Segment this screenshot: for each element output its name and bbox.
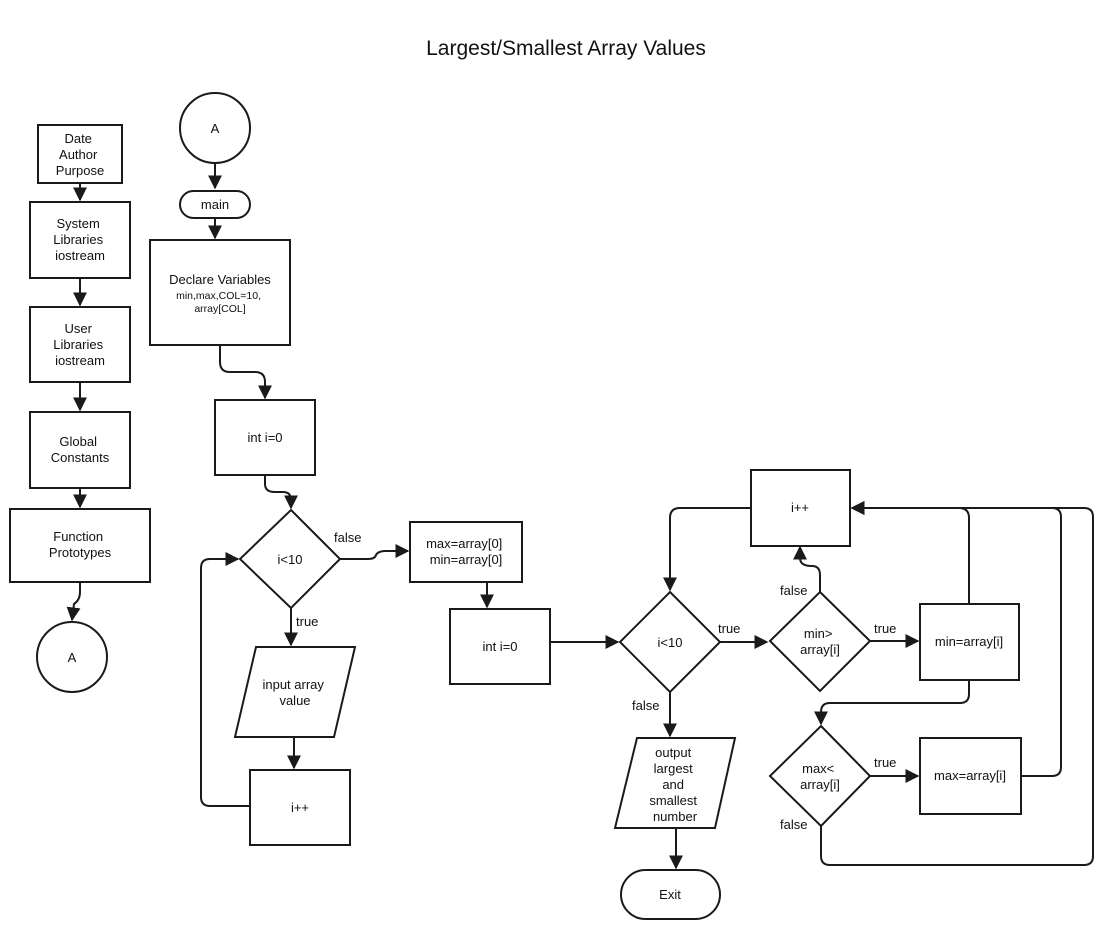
svg-text:min,max,COL=10, array[CO: min,max,COL=10, array[COL] bbox=[176, 290, 264, 315]
output-line: smallest bbox=[649, 793, 697, 808]
edge-condmax-false-to-incr2 bbox=[820, 501, 1094, 866]
user-libraries-box: User Libraries iostream bbox=[29, 306, 131, 383]
global-constants-line: Global bbox=[59, 434, 97, 449]
system-libraries-box: System Libraries iostream bbox=[29, 201, 131, 279]
edge-label-condmin-false: false bbox=[780, 583, 807, 598]
edge-label-cond1-false: false bbox=[334, 530, 361, 545]
edge-incr1-loop-to-cond1 bbox=[200, 552, 250, 807]
svg-text:User Libraries ios: User Libraries iostream bbox=[53, 321, 106, 368]
system-libraries-line: iostream bbox=[55, 248, 105, 263]
main-terminator: main bbox=[179, 190, 251, 219]
edge-assignmin-to-incr2 bbox=[850, 501, 970, 604]
output-line: number bbox=[653, 809, 698, 824]
header-line: Date bbox=[64, 131, 91, 146]
condition-diamond-1: i<10 bbox=[238, 508, 342, 610]
function-prototypes-box: Function Prototypes bbox=[9, 508, 151, 583]
init-minmax-line: max=array[0] bbox=[426, 536, 502, 551]
system-libraries-line: Libraries bbox=[53, 232, 103, 247]
output-parallelogram: output largest and smallest number bbox=[613, 737, 737, 829]
svg-text:Global Constants: Global Constants bbox=[51, 434, 110, 465]
function-prototypes-line: Prototypes bbox=[49, 545, 112, 560]
max-condition-line: max< bbox=[802, 761, 834, 776]
min-condition-diamond: min> array[i] bbox=[768, 590, 872, 693]
edge-init1-to-cond1 bbox=[264, 475, 298, 510]
min-condition-line: array[i] bbox=[800, 642, 840, 657]
header-line: Author bbox=[59, 147, 98, 162]
declare-variables-title: Declare Variables bbox=[169, 272, 271, 287]
condition-diamond-2: i<10 bbox=[618, 590, 722, 694]
min-condition-line: min> bbox=[804, 626, 833, 641]
main-label: main bbox=[201, 197, 229, 212]
svg-text:Function Prototypes: Function Prototypes bbox=[49, 529, 112, 560]
svg-text:Date Author Purpos: Date Author Purpose bbox=[56, 131, 104, 178]
exit-label: Exit bbox=[659, 887, 681, 902]
edge-label-condmax-false: false bbox=[780, 817, 807, 832]
max-condition-line: array[i] bbox=[800, 777, 840, 792]
declare-variables-detail: array[COL] bbox=[194, 303, 245, 315]
edge-assignmin-to-condmax bbox=[814, 680, 970, 726]
svg-text:max=array[0] min=array[0: max=array[0] min=array[0] bbox=[426, 536, 506, 567]
increment-label-1: i++ bbox=[291, 800, 309, 815]
system-libraries-line: System bbox=[57, 216, 100, 231]
global-constants-line: Constants bbox=[51, 450, 110, 465]
edges bbox=[66, 162, 1094, 870]
user-libraries-line: User bbox=[64, 321, 92, 336]
increment-label-2: i++ bbox=[791, 500, 809, 515]
declare-variables-detail: min,max,COL=10, bbox=[176, 290, 261, 302]
init-i-box-1: int i=0 bbox=[214, 399, 316, 476]
condition-label-1: i<10 bbox=[278, 552, 303, 567]
svg-text:System Libraries i: System Libraries iostream bbox=[53, 216, 106, 263]
output-line: output bbox=[655, 745, 692, 760]
header-box: Date Author Purpose bbox=[37, 124, 123, 184]
edge-prototypes-to-connector bbox=[66, 582, 81, 622]
assign-max-label: max=array[i] bbox=[934, 768, 1006, 783]
svg-text:max< array[i]: max< array[i] bbox=[800, 761, 840, 792]
edge-label-cond2-true: true bbox=[718, 621, 740, 636]
assign-min-label: min=array[i] bbox=[935, 634, 1003, 649]
edge-label-cond1-true: true bbox=[296, 614, 318, 629]
declare-variables-box: Declare Variables min,max,COL=10, array[… bbox=[149, 239, 291, 346]
edge-labels: false true true false true false true fa… bbox=[296, 530, 896, 832]
assign-max-box: max=array[i] bbox=[919, 737, 1022, 815]
edge-label-condmax-true: true bbox=[874, 755, 896, 770]
exit-terminator: Exit bbox=[620, 869, 721, 920]
input-array-parallelogram: input array value bbox=[233, 646, 357, 738]
edge-declare-to-init1 bbox=[219, 345, 272, 400]
svg-text:min> array[i]: min> array[i] bbox=[800, 626, 840, 657]
input-array-line: value bbox=[279, 693, 310, 708]
init-minmax-box: max=array[0] min=array[0] bbox=[409, 521, 523, 583]
edge-condmin-false-to-incr2 bbox=[793, 545, 821, 592]
header-line: Purpose bbox=[56, 163, 104, 178]
init-minmax-line: min=array[0] bbox=[430, 552, 503, 567]
assign-min-box: min=array[i] bbox=[919, 603, 1020, 681]
connector-a-left: A bbox=[36, 621, 108, 693]
edge-incr2-to-cond2 bbox=[663, 507, 750, 592]
connector-a-left-label: A bbox=[68, 650, 77, 665]
edge-label-condmin-true: true bbox=[874, 621, 896, 636]
connector-a-top: A bbox=[179, 92, 251, 164]
init-i-label-2: int i=0 bbox=[482, 639, 517, 654]
user-libraries-line: iostream bbox=[55, 353, 105, 368]
increment-box-2: i++ bbox=[750, 469, 851, 547]
user-libraries-line: Libraries bbox=[53, 337, 103, 352]
edge-cond1-false-to-minmax bbox=[340, 544, 410, 560]
condition-label-2: i<10 bbox=[658, 635, 683, 650]
page-title: Largest/Smallest Array Values bbox=[426, 37, 706, 60]
increment-box-1: i++ bbox=[249, 769, 351, 846]
init-i-label-1: int i=0 bbox=[247, 430, 282, 445]
connector-a-top-label: A bbox=[211, 121, 220, 136]
svg-text:output largest and: output largest and smallest number bbox=[649, 745, 700, 824]
global-constants-box: Global Constants bbox=[29, 411, 131, 489]
input-array-line: input array bbox=[262, 677, 324, 692]
function-prototypes-line: Function bbox=[53, 529, 103, 544]
output-line: largest bbox=[654, 761, 693, 776]
init-i-box-2: int i=0 bbox=[449, 608, 551, 685]
edge-label-cond2-false: false bbox=[632, 698, 659, 713]
output-line: and bbox=[662, 777, 684, 792]
max-condition-diamond: max< array[i] bbox=[768, 724, 872, 828]
svg-text:input array value: input array value bbox=[262, 677, 327, 708]
